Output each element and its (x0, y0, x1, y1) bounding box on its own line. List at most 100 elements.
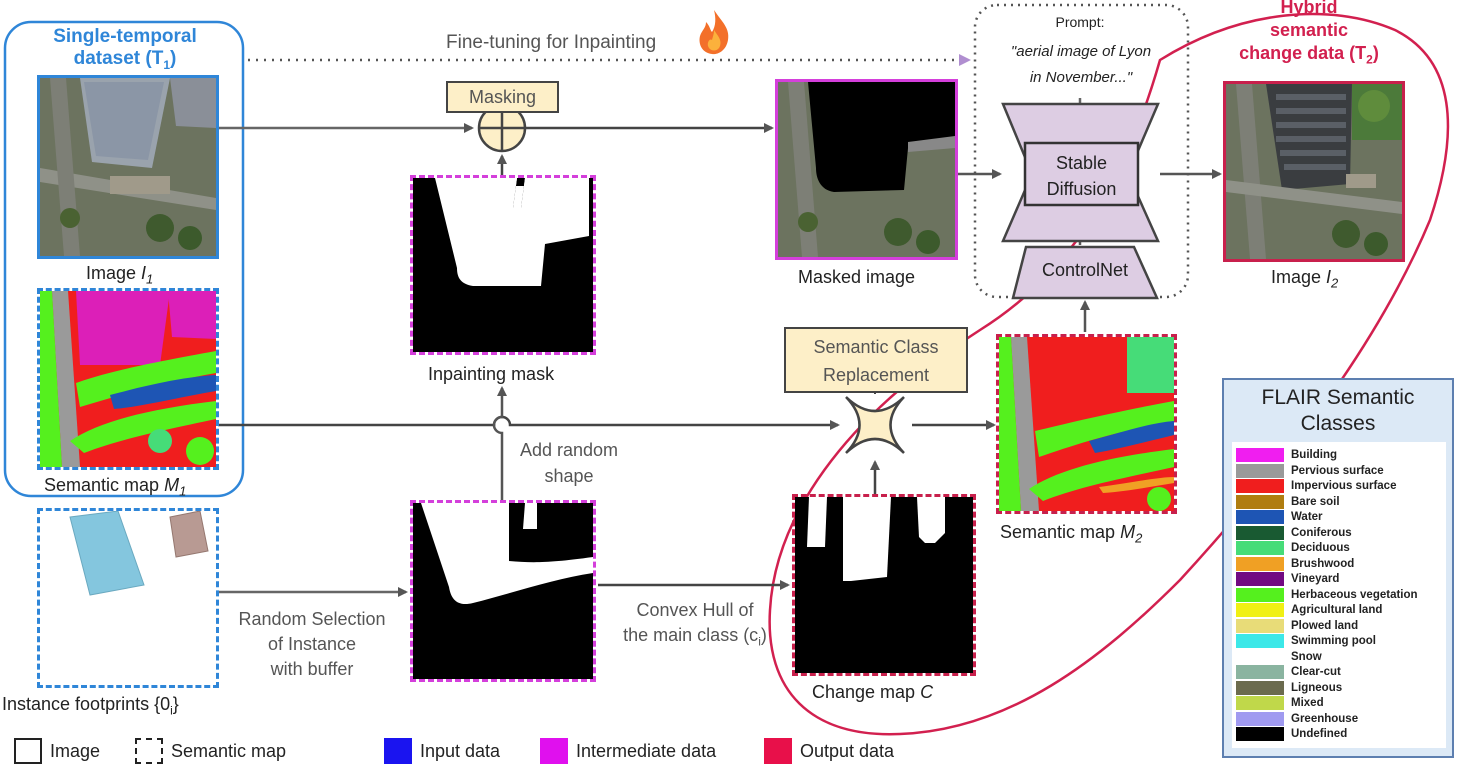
flair-class-row: Clear-cut (1236, 665, 1341, 679)
fire-icon (699, 10, 729, 55)
flair-class-name: Water (1291, 511, 1323, 523)
flair-class-swatch (1236, 556, 1284, 571)
flair-class-row: Vineyard (1236, 572, 1339, 586)
flair-class-row: Building (1236, 448, 1337, 462)
flair-class-name: Deciduous (1291, 542, 1350, 554)
random-selection-label: Random Selection of Instance with buffer (238, 609, 386, 679)
semantic-class-replacement-block: Semantic Class Replacement (784, 327, 968, 393)
stable-diffusion-label: Stable Diffusion (1046, 153, 1117, 199)
legend-intermediate: Intermediate data (540, 738, 716, 764)
flair-class-swatch (1236, 494, 1284, 509)
flair-class-swatch (1236, 696, 1284, 710)
flair-class-row: Agricultural land (1236, 603, 1382, 617)
flair-class-swatch (1236, 448, 1284, 462)
convex-hull-label: Convex Hull of the main class (ci) (623, 600, 767, 649)
flair-class-row: Swimming pool (1236, 634, 1376, 648)
hybrid-title: Hybrid semantic change data (T2) (1239, 0, 1379, 67)
inpainting-mask (410, 175, 596, 355)
flair-class-row: Mixed (1236, 696, 1324, 710)
change-map-c (792, 494, 976, 676)
legend-input: Input data (384, 738, 500, 764)
flair-class-name: Snow (1291, 650, 1322, 663)
flair-class-row: Brushwood (1236, 556, 1355, 571)
flair-class-swatch (1236, 665, 1284, 679)
flair-class-swatch (1236, 680, 1284, 695)
legend-semantic-swatch (135, 738, 163, 764)
legend-image: Image (14, 738, 100, 764)
image-i1 (37, 75, 219, 259)
flair-class-name: Brushwood (1291, 557, 1355, 570)
semantic-map-m1-label: Semantic map M1 (44, 475, 187, 499)
legend-output: Output data (764, 738, 894, 764)
semantic-map-m1 (37, 288, 219, 470)
legend-input-swatch (384, 738, 412, 764)
flair-class-name: Impervious surface (1291, 480, 1397, 492)
flair-class-row: Undefined (1236, 727, 1347, 741)
semantic-map-m2 (996, 334, 1177, 514)
legend-intermediate-swatch (540, 738, 568, 764)
flair-class-name: Vineyard (1291, 573, 1340, 585)
flair-class-row: Greenhouse (1236, 711, 1359, 726)
flair-class-swatch (1236, 479, 1284, 493)
flair-class-swatch (1236, 510, 1284, 524)
masked-image (775, 79, 958, 260)
flair-class-row: Coniferous (1236, 525, 1352, 540)
legend-output-text: Output data (800, 740, 895, 761)
flair-class-swatch (1236, 711, 1284, 726)
flair-class-row: Deciduous (1236, 541, 1350, 555)
image-i2 (1223, 81, 1405, 262)
flair-class-row: Water (1236, 510, 1323, 524)
flair-class-name: Bare soil (1291, 495, 1340, 508)
legend-output-swatch (764, 738, 792, 764)
flair-class-row: Impervious surface (1236, 479, 1396, 493)
semantic-map-m2-label: Semantic map M2 (1000, 522, 1143, 546)
flair-class-name: Coniferous (1291, 526, 1352, 539)
flair-class-swatch (1236, 525, 1284, 540)
flair-class-name: Ligneous (1291, 681, 1343, 694)
dataset-title: Single-temporal dataset (T1) (53, 26, 197, 72)
flair-class-name: Plowed land (1291, 619, 1359, 632)
add-random-shape-label: Add random shape (519, 440, 619, 486)
flair-class-swatch (1236, 618, 1284, 633)
flair-class-swatch (1236, 727, 1284, 741)
flair-class-row: Plowed land (1236, 618, 1359, 633)
flair-class-name: Greenhouse (1291, 712, 1359, 725)
prompt-text: "aerial image of Lyon in November..." (1010, 43, 1152, 86)
flair-class-name: Mixed (1291, 697, 1324, 709)
flair-class-name: Clear-cut (1291, 666, 1341, 678)
flair-class-swatch (1236, 587, 1284, 602)
arrow-map1-to-replacement (218, 415, 840, 430)
flair-class-row: Herbaceous vegetation (1236, 587, 1418, 602)
finetune-label: Fine-tuning for Inpainting (446, 32, 657, 53)
controlnet-block (1011, 245, 1159, 300)
flair-class-swatch (1236, 541, 1284, 555)
masked-image-label: Masked image (798, 267, 916, 287)
dataset-panel (3, 20, 245, 498)
flair-class-row: Ligneous (1236, 680, 1343, 695)
flair-class-swatch (1236, 649, 1284, 664)
prompt-label: Prompt: (1055, 14, 1105, 30)
flair-class-name: Agricultural land (1291, 604, 1383, 616)
flair-class-name: Pervious surface (1291, 464, 1384, 477)
change-map-c-label: Change map C (812, 682, 934, 702)
flair-class-name: Swimming pool (1291, 635, 1376, 647)
image-i2-label: Image I2 (1271, 267, 1339, 291)
flair-class-name: Building (1291, 449, 1337, 461)
flair-class-row: Bare soil (1236, 494, 1340, 509)
flair-legend-title: FLAIR Semantic Classes (1261, 386, 1415, 435)
flair-class-row: Snow (1236, 649, 1322, 664)
flair-class-name: Undefined (1291, 728, 1348, 740)
flair-class-row: Pervious surface (1236, 463, 1384, 478)
legend-image-text: Image (50, 740, 101, 761)
stable-diffusion-inner (1023, 141, 1140, 207)
flair-class-swatch (1236, 603, 1284, 617)
replacement-node (845, 396, 905, 454)
flair-class-name: Herbaceous vegetation (1291, 588, 1418, 601)
random-shape-map (410, 500, 596, 682)
image-i1-label: Image I1 (86, 263, 154, 287)
masking-block: Masking (446, 81, 559, 113)
instance-footprints (37, 508, 219, 688)
legend-image-swatch (14, 738, 42, 764)
